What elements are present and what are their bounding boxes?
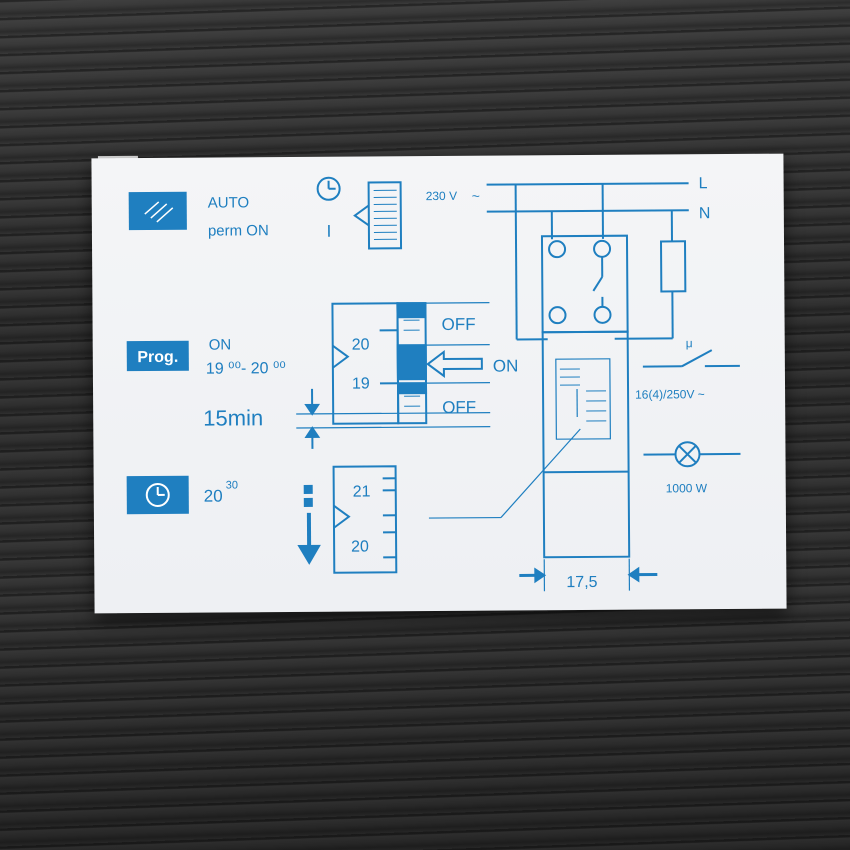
hand-icon <box>144 201 174 223</box>
switch-icon <box>642 349 740 368</box>
width-label: 17,5 <box>566 574 597 591</box>
lamp-icon <box>643 441 741 468</box>
time-main-label: 20 <box>204 487 223 506</box>
auto-label: AUTO <box>208 194 250 211</box>
on-label-top: ON <box>209 336 232 353</box>
tilde-label: ~ <box>472 188 480 204</box>
clock-icon-bottom <box>145 482 170 507</box>
clock-icon <box>316 176 341 201</box>
dial2-21-label: 21 <box>353 483 371 500</box>
n-label: N <box>699 205 711 222</box>
time-sup-label: 30 <box>226 479 238 491</box>
dial2-20-label: 20 <box>351 538 369 555</box>
perm-on-label: perm ON <box>208 222 269 239</box>
on-times-label: 19 ⁰⁰- 20 ⁰⁰ <box>206 360 286 378</box>
off-label-1: OFF <box>442 315 476 334</box>
voltage-label: 230 V <box>426 189 457 203</box>
prog-label: Prog. <box>137 349 178 366</box>
second-dial <box>332 465 398 574</box>
program-dial <box>331 302 490 425</box>
selector-switch <box>353 181 403 250</box>
prog-box <box>126 340 189 372</box>
on-label-mid: ON <box>493 356 519 375</box>
dial-20-label: 20 <box>352 336 370 353</box>
watt-label: 1000 W <box>666 481 708 495</box>
wiring-diagram <box>428 182 689 592</box>
arrow-icon <box>426 349 483 378</box>
dial-19-label: 19 <box>352 375 370 392</box>
clock-box <box>126 475 189 515</box>
rating-label: 16(4)/250V ~ <box>635 387 705 401</box>
mu-label: μ <box>686 336 693 350</box>
manual-i-label: I <box>326 222 331 241</box>
fifteen-min-label: 15min <box>203 405 263 430</box>
off-label-2: OFF <box>442 398 476 417</box>
interval-arrows <box>296 388 491 449</box>
l-label: L <box>699 175 708 192</box>
down-arrow <box>297 484 321 565</box>
